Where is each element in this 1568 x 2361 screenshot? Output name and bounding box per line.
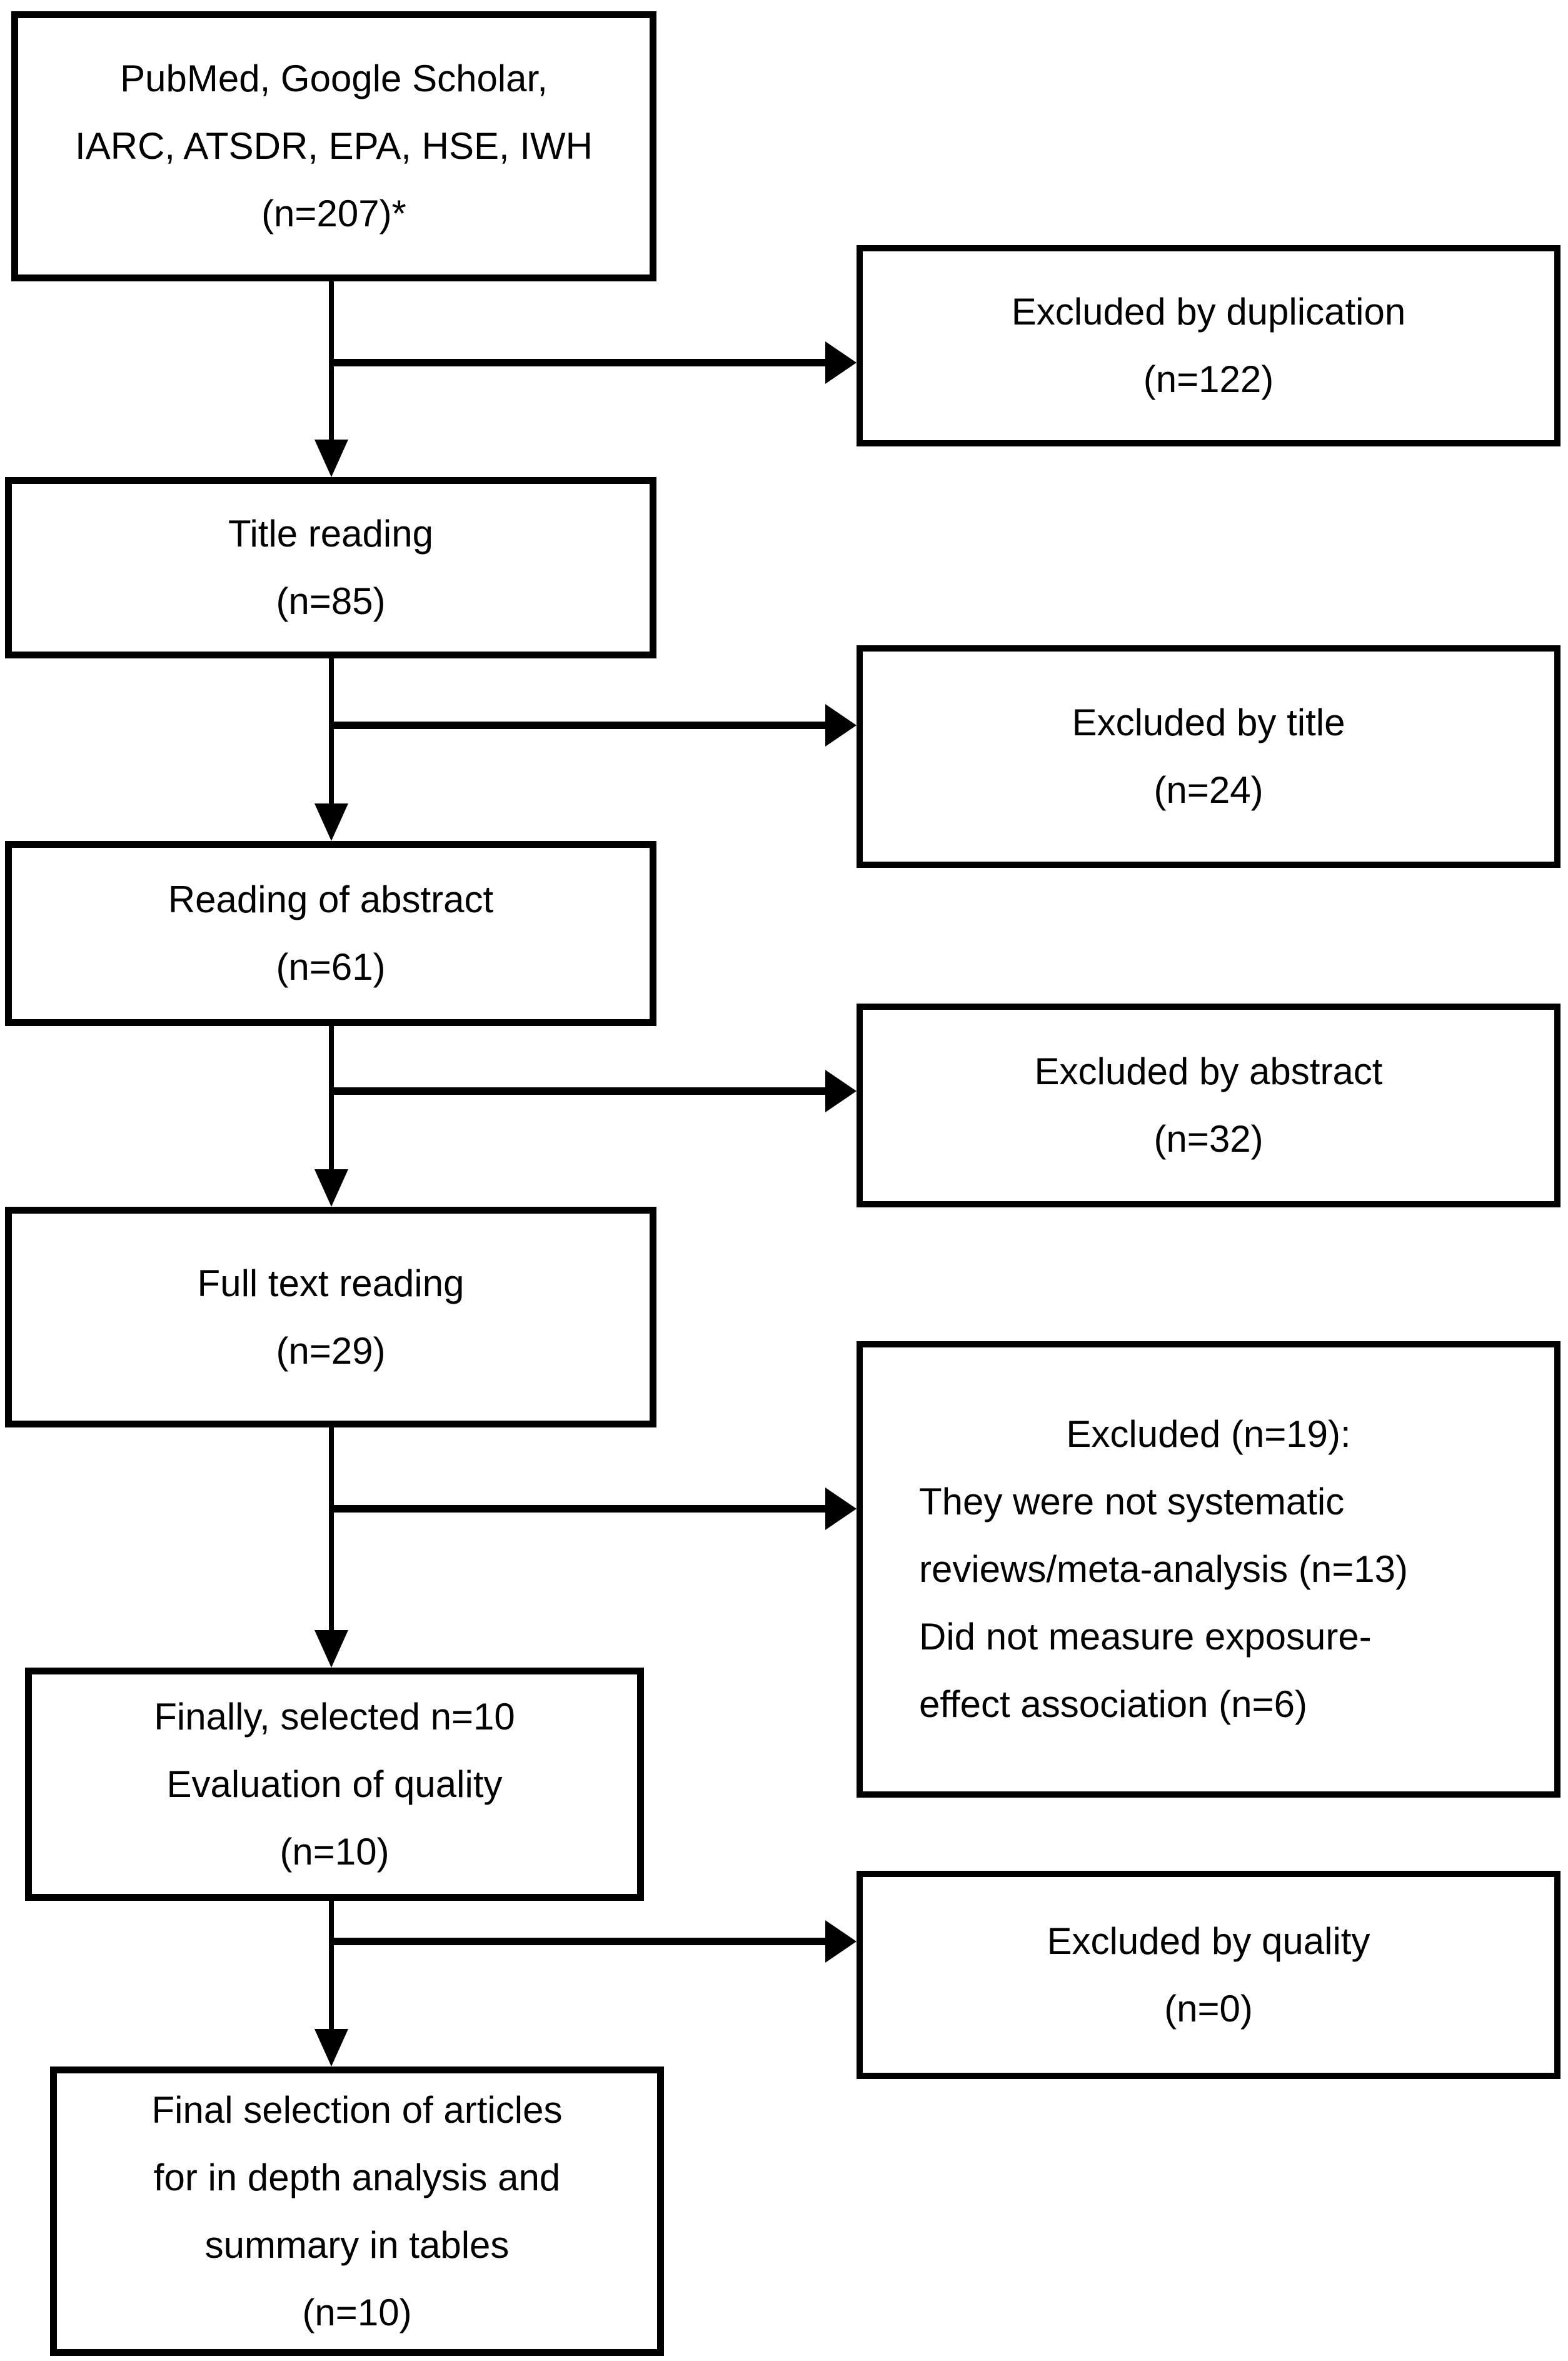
branch-line-excluded-title	[329, 722, 825, 729]
box-text-line: (n=122)	[1143, 358, 1274, 400]
box-excluded-by-title: Excluded by title (n=24)	[857, 645, 1560, 868]
connector-line-fulltext-to-selected	[329, 1426, 334, 1630]
arrow-down-icon	[314, 803, 348, 841]
box-text-line: (n=24)	[1153, 769, 1264, 811]
connector-line-title-to-abstract	[329, 657, 334, 803]
box-text-line: Excluded (n=19):	[1066, 1413, 1351, 1455]
box-text-line: Excluded by duplication	[1011, 291, 1406, 333]
arrow-right-icon	[825, 1920, 857, 1963]
box-text-line: summary in tables	[204, 2223, 510, 2266]
box-text-line: (n=0)	[1164, 1987, 1253, 2030]
box-text-line: (n=10)	[302, 2291, 412, 2333]
box-reading-of-abstract: Reading of abstract (n=61)	[5, 841, 656, 1026]
box-text-line: (n=61)	[276, 946, 386, 988]
connector-line-abstract-to-fulltext	[329, 1025, 334, 1169]
box-excluded-by-abstract: Excluded by abstract (n=32)	[857, 1004, 1560, 1207]
arrow-right-icon	[825, 341, 857, 384]
box-excluded-full-text-reasons: Excluded (n=19): They were not systemati…	[857, 1341, 1560, 1798]
box-text-line: PubMed, Google Scholar,	[120, 58, 548, 99]
box-final-selection: Final selection of articles for in depth…	[50, 2067, 664, 2356]
box-text-line: (n=85)	[276, 580, 386, 622]
arrow-right-icon	[825, 704, 857, 747]
box-text-line: They were not systematic	[919, 1481, 1345, 1523]
box-search-sources: PubMed, Google Scholar, IARC, ATSDR, EPA…	[11, 11, 656, 281]
box-selected-evaluation-of-quality: Finally, selected n=10 Evaluation of qua…	[25, 1668, 644, 1901]
box-text-line: Evaluation of quality	[166, 1763, 503, 1805]
box-text-line: Excluded by abstract	[1034, 1050, 1383, 1092]
arrow-down-icon	[314, 2029, 348, 2067]
arrow-right-icon	[825, 1070, 857, 1112]
box-text-line: Finally, selected n=10	[154, 1695, 515, 1738]
box-text-line: Final selection of articles	[151, 2088, 563, 2131]
box-excluded-by-duplication: Excluded by duplication (n=122)	[857, 245, 1560, 446]
arrow-down-icon	[314, 1630, 348, 1668]
arrow-right-icon	[825, 1488, 857, 1530]
branch-line-excluded-duplication	[329, 359, 825, 366]
box-text-line: Excluded by title	[1072, 702, 1345, 743]
box-text-line: for in depth analysis and	[153, 2156, 561, 2198]
box-text-line: reviews/meta-analysis (n=13)	[919, 1548, 1408, 1590]
box-text-line: effect association (n=6)	[919, 1683, 1307, 1725]
box-text-line: Title reading	[228, 513, 433, 555]
box-text-line: Full text reading	[197, 1262, 465, 1304]
box-text-line: Reading of abstract	[168, 878, 494, 920]
box-title-reading: Title reading (n=85)	[5, 477, 656, 658]
branch-line-excluded-fulltext	[329, 1505, 825, 1513]
box-excluded-by-quality: Excluded by quality (n=0)	[857, 1871, 1560, 2079]
arrow-down-icon	[314, 1169, 348, 1207]
box-full-text-reading: Full text reading (n=29)	[5, 1207, 656, 1427]
box-text-line: (n=32)	[1153, 1118, 1264, 1160]
branch-line-excluded-abstract	[329, 1087, 825, 1095]
box-text-line: Excluded by quality	[1047, 1920, 1370, 1962]
box-text-line: IARC, ATSDR, EPA, HSE, IWH	[75, 125, 593, 167]
arrow-down-icon	[314, 440, 348, 477]
branch-line-excluded-quality	[329, 1938, 825, 1945]
box-text-line: (n=29)	[276, 1329, 386, 1372]
box-text-line: Did not measure exposure-	[919, 1616, 1372, 1658]
connector-line-selected-to-final	[329, 1900, 334, 2029]
box-text-line: (n=207)*	[261, 193, 406, 234]
box-text-line: (n=10)	[279, 1830, 389, 1873]
